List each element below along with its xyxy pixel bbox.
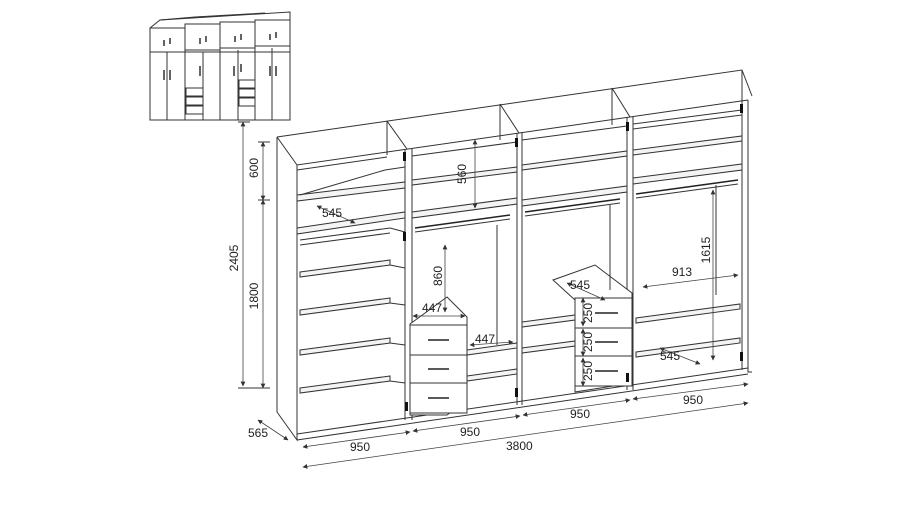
- thumbnail-front-view: [149, 11, 291, 121]
- label-top-inner-height: 560: [455, 164, 469, 184]
- label-drawer-block-depth: 545: [570, 278, 590, 292]
- label-top-height: 600: [247, 158, 261, 178]
- module-1: [299, 227, 406, 394]
- label-width-1: 950: [350, 440, 370, 454]
- label-drawer-width: 447: [422, 301, 442, 315]
- label-drawer-height-2: 250: [581, 332, 595, 352]
- label-hanging-width: 913: [672, 265, 692, 279]
- module-2: [409, 214, 518, 416]
- label-width-3: 950: [570, 407, 590, 421]
- label-lower-height: 1800: [247, 282, 261, 309]
- label-lower-shelf-width: 447: [475, 332, 495, 346]
- dimension-lines: [238, 121, 749, 469]
- label-hanging-height: 1615: [699, 236, 713, 263]
- label-overall-width: 3800: [506, 439, 533, 453]
- label-shelf-depth-top: 545: [322, 206, 342, 220]
- label-drawer-height-3: 250: [581, 361, 595, 381]
- label-depth: 565: [248, 426, 268, 440]
- label-width-4: 950: [683, 393, 703, 407]
- dimension-labels: 2405 600 1800 565 950 950 950 950 3800 5…: [227, 158, 713, 454]
- top-section: [296, 109, 743, 235]
- label-overall-height: 2405: [227, 244, 241, 271]
- label-drawer-gap-height: 860: [431, 266, 445, 286]
- label-bottom-shelf-depth: 545: [660, 349, 680, 363]
- label-width-2: 950: [460, 425, 480, 439]
- label-drawer-height-1: 250: [581, 303, 595, 323]
- module-3: [521, 198, 633, 393]
